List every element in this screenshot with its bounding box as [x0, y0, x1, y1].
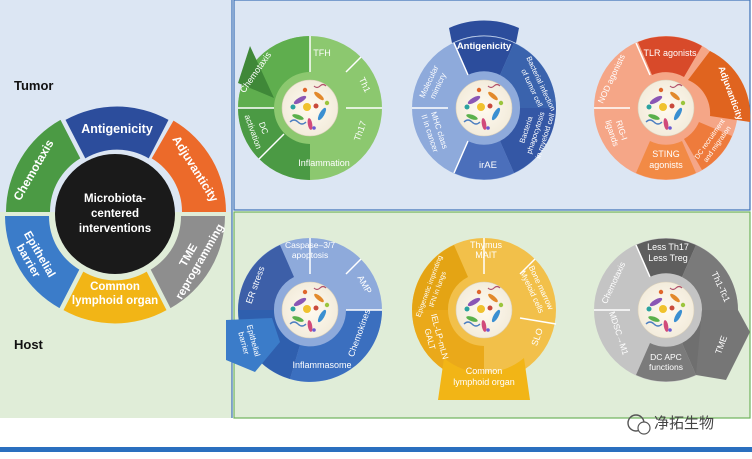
to-sting-2: agonists — [649, 160, 683, 170]
center-text-2: centered — [91, 208, 139, 220]
watermark-text: 净拓生物 — [654, 415, 714, 432]
hg-less-th17: Less Th17 — [647, 242, 689, 252]
hg-dcapc-1: DC APC — [650, 352, 682, 362]
hy-thymus-1: Thymus — [470, 240, 503, 250]
main-seg-chemotaxis — [6, 119, 81, 212]
tumor-label: Tumor — [14, 78, 53, 93]
tg-inflammation: Inflammation — [298, 158, 350, 168]
tb-antigenicity: Antigenicity — [457, 41, 512, 52]
hy-lymph-1: Common — [466, 366, 503, 376]
wheel-tumor-green: TFH Th1 Th17 Inflammation DC activation … — [238, 36, 382, 180]
to-sting-1: STING — [652, 149, 680, 159]
to-tlr: TLR agonists — [643, 48, 697, 58]
main-wheel: Microbiota- centered interventions Antig… — [5, 106, 227, 324]
main-seg-epithelial — [5, 216, 80, 309]
watermark: 净拓生物 — [627, 414, 714, 435]
wheel-host-gray: Less Th17 Less Treg Th1-Tc1 TME DC APC f… — [594, 238, 750, 382]
hg-less-treg: Less Treg — [648, 253, 688, 263]
main-seg-adjuvanticity — [151, 120, 226, 212]
wheel-host-yellow: Thymus MAIT Bone marrow Myeloid cells SL… — [412, 238, 557, 400]
main-seg-lymphoid — [63, 271, 167, 324]
hb-inflammasome: Inflammasome — [292, 360, 351, 370]
hb-caspase-1: Caspase–3/7 — [285, 240, 335, 250]
tg-dc-1: DC — [257, 120, 271, 135]
main-seg-antigenicity — [65, 106, 169, 159]
center-circle — [55, 154, 175, 274]
main-seg-tme — [150, 216, 225, 309]
wheel-tumor-orange: TLR agonists Adjuvanticity DC recruitmen… — [594, 36, 751, 180]
center-text-3: interventions — [79, 223, 151, 235]
hb-caspase-2: apoptosis — [292, 250, 328, 260]
main-label-lymphoid-2: lymphoid organ — [72, 295, 158, 307]
wheel-tumor-blue: Antigenicity Bacterial infection of tumo… — [412, 20, 558, 180]
hy-thymus-2: MAIT — [475, 250, 497, 260]
bottom-rule — [0, 447, 752, 452]
wheel-host-blue: Caspase–3/7 apoptosis AMP Chemokines Inf… — [226, 238, 382, 382]
host-label: Host — [14, 337, 44, 352]
hy-lymph-2: lymphoid organ — [453, 377, 515, 387]
tg-tfh: TFH — [313, 48, 331, 58]
center-text-1: Microbiota- — [84, 193, 146, 205]
hg-dcapc-2: functions — [649, 362, 683, 372]
tb-irae: irAE — [479, 160, 497, 171]
main-label-antigenicity: Antigenicity — [81, 122, 153, 136]
main-label-lymphoid-1: Common — [90, 281, 140, 293]
